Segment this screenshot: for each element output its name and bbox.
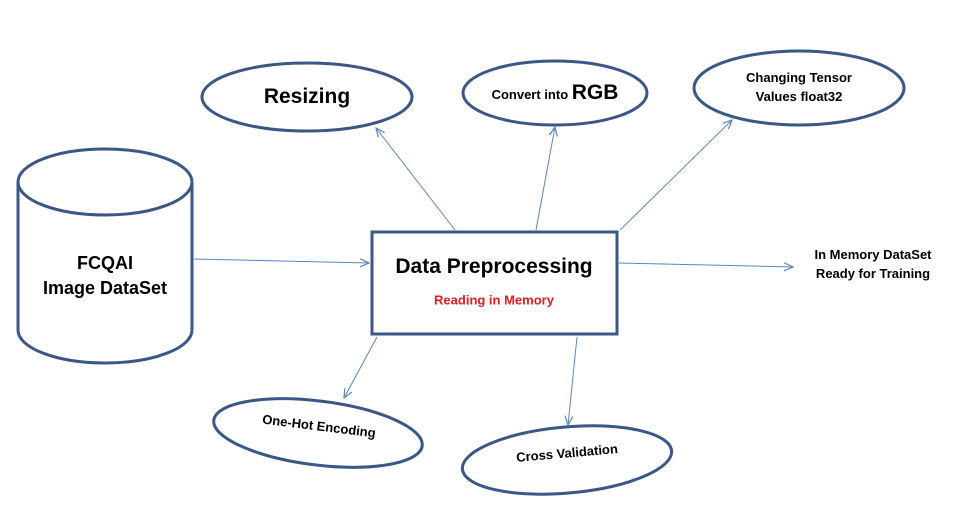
rgb-ellipse bbox=[461, 59, 649, 127]
dataset-label: FCQAI Image DataSet bbox=[43, 251, 167, 301]
tensor-line2: Values float32 bbox=[755, 89, 843, 104]
arrow-to-resizing bbox=[376, 128, 456, 231]
arrow-to-rgb bbox=[535, 127, 555, 231]
rgb-big: RGB bbox=[571, 81, 619, 104]
arrow-to-output bbox=[618, 263, 793, 267]
output-label: In Memory DataSet Ready for Training bbox=[814, 245, 931, 283]
preprocessing-box bbox=[370, 230, 619, 336]
arrow-to-onehot bbox=[344, 336, 378, 398]
resizing-ellipse bbox=[200, 61, 414, 133]
output-line2: Ready for Training bbox=[815, 266, 931, 281]
dataset-cylinder bbox=[16, 147, 194, 365]
output-line1: In Memory DataSet bbox=[814, 247, 932, 262]
resizing-label: Resizing bbox=[263, 85, 351, 108]
rgb-prefix: Convert into bbox=[491, 87, 572, 102]
rgb-label: Convert into RGB bbox=[492, 81, 619, 105]
arrow-to-tensor bbox=[619, 120, 732, 231]
arrow-to-crossval bbox=[568, 336, 578, 425]
dataset-line2: Image DataSet bbox=[42, 278, 168, 298]
dataset-line1: FCQAI bbox=[77, 253, 133, 273]
preprocessing-title: Data Preprocessing bbox=[395, 255, 593, 278]
preprocessing-subtitle: Reading in Memory bbox=[434, 292, 554, 308]
tensor-label: Changing Tensor Values float32 bbox=[746, 68, 852, 106]
tensor-line1: Changing Tensor bbox=[746, 70, 852, 85]
arrow-dataset-to-preprocessing bbox=[193, 259, 369, 263]
crossval-ellipse bbox=[460, 424, 674, 496]
tensor-ellipse bbox=[692, 49, 906, 127]
onehot-ellipse bbox=[212, 397, 424, 469]
